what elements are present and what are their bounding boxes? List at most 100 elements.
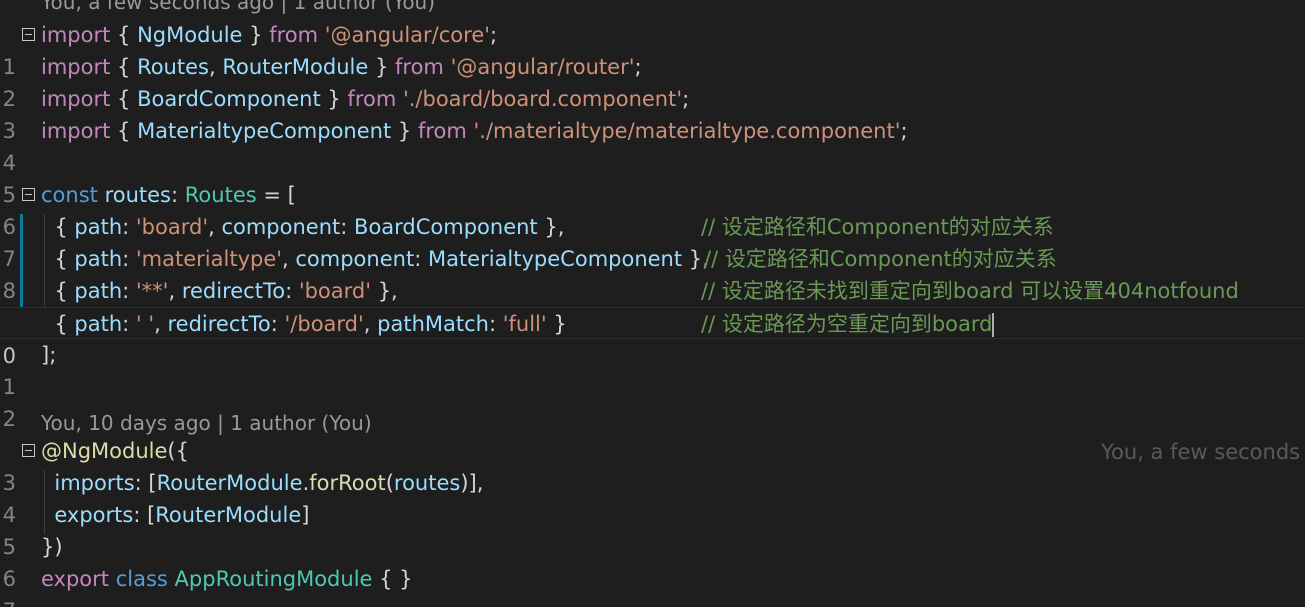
token: pathMatch [377,312,489,336]
token: }, [682,247,709,271]
inline-git-blame[interactable]: You, a few seconds [1101,440,1301,464]
token: { [110,119,138,143]
token: './board/board.component' [402,87,683,111]
git-change-bar[interactable] [20,214,23,336]
token: redirectTo [181,279,286,303]
code-line-8[interactable]: 8 { path: 'materialtype', component: Mat… [0,243,1305,303]
token: from [347,87,397,111]
codelens-top[interactable]: You, a few seconds ago | 1 author (You) [41,0,436,14]
comment-text: // 设定路径和Component的对应关系 [701,215,1054,239]
line-number: 6 [2,567,16,591]
token [109,567,116,591]
token: , [363,312,378,336]
fold-collapse-icon[interactable] [22,444,35,457]
token: , [208,215,222,239]
token: } [320,87,348,111]
code-text: imports: [RouterModule.forRoot(routes)], [41,467,483,499]
token [396,87,403,111]
code-line-15[interactable]: 5 exports: [RouterModule] [0,499,1305,559]
comment-text: // 设定路径未找到重定向到board 可以设置404notfound [701,279,1239,303]
token: const [41,183,98,207]
code-line-7[interactable]: 7 { path: 'board', component: BoardCompo… [0,211,1305,271]
token: component [221,215,341,239]
code-line-16[interactable]: 6 }) [0,531,1305,591]
token: { [41,247,75,271]
code-line-12[interactable]: 2 [0,371,1305,431]
token [41,503,54,527]
code-line-6[interactable]: 6 const routes: Routes = [ [0,179,1305,239]
token: : [122,312,136,336]
code-text: import { MaterialtypeComponent } from '.… [41,115,908,147]
code-line-10[interactable]: 0 { path: ' ', redirectTo: '/board', pat… [0,307,1305,464]
indent-guide [44,470,45,534]
token: ; [634,55,642,79]
code-text: { path: 'materialtype', component: Mater… [41,243,709,275]
code-text: const routes: Routes = [ [41,179,296,211]
code-line-17[interactable]: 7 export class AppRoutingModule { } [0,563,1305,607]
token: path [74,215,123,239]
token: routes [393,471,461,495]
line-number: 5 [2,183,16,207]
code-line-2[interactable]: 2 import { Routes, RouterModule } from '… [0,51,1305,111]
code-text: { path: '**', redirectTo: 'board' }, [41,275,398,307]
token: MaterialtypeComponent [427,247,683,271]
token: RouterModule [222,55,369,79]
token: AppRoutingModule [174,567,373,591]
code-line-9[interactable]: 9 { path: '**', redirectTo: 'board' }, /… [0,275,1305,335]
line-number: 3 [2,119,16,143]
line-number: 4 [2,151,16,175]
token [98,183,105,207]
token: { [41,312,75,336]
line-number: 7 [0,595,16,607]
token: } [391,119,418,143]
codelens-ngmodule[interactable]: You, 10 days ago | 1 author (You) [41,411,372,435]
code-line-14[interactable]: 4 imports: [RouterModule.forRoot(routes)… [0,467,1305,527]
code-line-11[interactable]: 1 ]; [0,339,1305,399]
token: import [41,23,111,47]
token: ] [301,503,310,527]
token: import [41,119,111,143]
line-number: 0 [2,344,16,368]
indent-guide [44,214,45,336]
fold-collapse-icon[interactable] [22,28,35,41]
token: { [41,215,75,239]
code-text: import { NgModule } from '@angular/core'… [41,19,497,51]
token: : [ [133,503,156,527]
token: BoardComponent [354,215,538,239]
token: RouterModule [156,471,303,495]
code-line-5[interactable]: 5 [0,147,1305,207]
token: exports [54,503,134,527]
token: , [208,55,223,79]
code-line-4[interactable]: 4 import { MaterialtypeComponent } from … [0,115,1305,175]
token: MaterialtypeComponent [137,119,392,143]
token: : [171,183,185,207]
token: : [122,279,136,303]
token: from [269,23,319,47]
code-line-3[interactable]: 3 import { BoardComponent } from './boar… [0,83,1305,143]
token [41,471,54,495]
text-cursor [992,313,995,337]
token: : [488,312,503,336]
token: from [417,119,467,143]
token: ' ' [135,312,155,336]
token: RouterModule [155,503,302,527]
token: 'board' [298,279,372,303]
token: path [74,312,123,336]
token: : [270,312,285,336]
token [467,119,474,143]
token: : [285,279,299,303]
code-text: { path: 'board', component: BoardCompone… [41,211,564,243]
code-line-13[interactable]: 3 @NgModule({ [0,435,1305,495]
fold-collapse-icon[interactable] [22,188,35,201]
token: }, [371,279,398,303]
token: component [295,247,415,271]
token: '@angular/router' [450,55,635,79]
token: , [282,247,296,271]
code-text: ]; [41,343,57,367]
token: ( [385,471,394,495]
code-line-1[interactable]: 1 import { NgModule } from '@angular/cor… [0,19,1305,79]
token: ; [490,23,498,47]
code-text: @NgModule({ [41,435,189,467]
token: Routes [137,55,209,79]
